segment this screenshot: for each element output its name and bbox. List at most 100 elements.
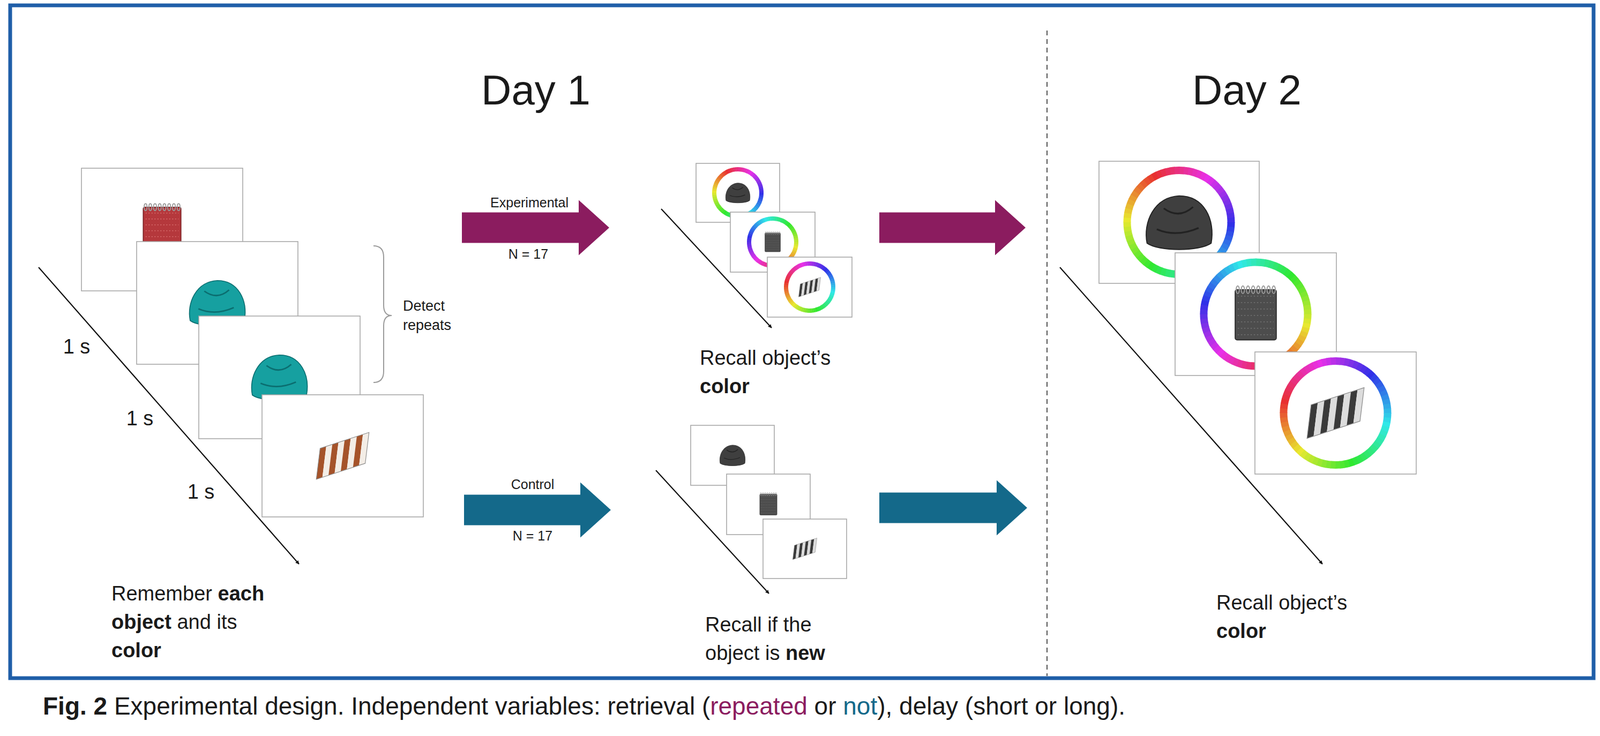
- beanbag-crease: [260, 382, 296, 387]
- notebook-spiral: [158, 203, 162, 211]
- color-wheel-segment: [1174, 166, 1180, 175]
- bracket-label: Detect repeats: [402, 296, 468, 335]
- stage-instruction: Recall object’scolor: [699, 344, 863, 401]
- stimulus-object: [759, 492, 777, 516]
- notebook-spiral: [773, 231, 775, 235]
- notebook-spiral: [762, 492, 765, 497]
- notebook-spiral: [766, 492, 769, 497]
- stimulus-object: [719, 445, 745, 467]
- card-frame: [262, 394, 424, 518]
- notebook-texture: [760, 512, 776, 514]
- beanbag-crease: [731, 187, 743, 190]
- notebook-cover: [765, 233, 781, 252]
- beanbag-crease: [198, 307, 234, 312]
- day-divider: [1046, 30, 1048, 677]
- blanket-stripe: [816, 277, 821, 292]
- color-wheel: [783, 261, 836, 313]
- blanket-outline: [798, 277, 821, 297]
- card-frame: [767, 257, 852, 318]
- blanket-outline: [792, 537, 817, 560]
- stage-instruction: Recall object’scolor: [1216, 588, 1426, 646]
- color-wheel-segment: [759, 190, 764, 194]
- block-arrow: [879, 480, 1028, 536]
- notebook-texture: [1237, 321, 1274, 323]
- card-frame: [763, 519, 847, 579]
- stimulus-card: [763, 519, 847, 579]
- notebook-texture: [765, 242, 780, 243]
- stage-panel: Recall object’scolor: [1093, 155, 1426, 654]
- notebook-texture: [145, 212, 179, 214]
- notebook-spiral: [1261, 286, 1266, 294]
- stimulus-object: [765, 231, 781, 252]
- timeline-arrow: [1059, 267, 1323, 565]
- blanket-stripe: [812, 537, 817, 553]
- stimulus-card: [262, 394, 424, 518]
- notebook-texture: [1237, 334, 1274, 336]
- notebook-texture: [1237, 295, 1274, 297]
- notebook-spiral: [1236, 286, 1240, 294]
- notebook-spiral: [765, 231, 767, 235]
- color-wheel-segment: [1227, 217, 1235, 223]
- figure-frame: [10, 5, 1594, 679]
- color-wheel-segment: [783, 287, 789, 290]
- notebook-spiral: [760, 492, 762, 497]
- stimulus-object: [316, 432, 369, 480]
- stimulus-card: [1254, 352, 1417, 475]
- stage-instruction: Remember eachobject and itscolor: [111, 579, 429, 665]
- notebook-texture: [145, 224, 179, 226]
- notebook-texture: [760, 502, 776, 503]
- stimulus-object: [251, 355, 308, 401]
- notebook-texture: [765, 237, 780, 238]
- color-wheel-segment: [1334, 461, 1341, 469]
- beanbag-crease: [726, 449, 738, 453]
- blanket-outline: [1306, 387, 1365, 439]
- beanbag-crease: [1163, 206, 1194, 214]
- stimulus-object: [1146, 196, 1213, 250]
- duration-label: 1 s: [126, 405, 154, 432]
- notebook-spiral: [774, 231, 776, 235]
- notebook-texture: [765, 244, 780, 246]
- notebook-spiral: [768, 231, 770, 235]
- notebook-texture: [760, 507, 776, 508]
- notebook-spiral: [148, 203, 153, 211]
- blanket-stripe: [1353, 387, 1365, 424]
- notebook-spiral: [1246, 286, 1250, 294]
- notebook-texture: [145, 230, 179, 232]
- color-wheel-segment: [1199, 313, 1208, 319]
- notebook-spiral: [1241, 286, 1245, 294]
- notebook-cover: [759, 494, 777, 516]
- color-wheel: [1279, 357, 1392, 469]
- day-heading: Day 1: [481, 63, 591, 117]
- stimulus-object: [798, 277, 821, 297]
- color-wheel-segment: [807, 261, 811, 266]
- notebook-spiral: [775, 492, 777, 497]
- stimulus-object: [1306, 387, 1365, 439]
- group-name: Control: [511, 476, 555, 493]
- color-wheel-segment: [746, 242, 752, 245]
- beanbag-body: [251, 355, 308, 401]
- beanbag-body: [725, 183, 750, 204]
- stage-panel: Recall if theobject is new: [648, 417, 858, 670]
- beanbag-crease: [729, 195, 746, 198]
- notebook-spiral: [771, 492, 773, 497]
- figure-caption: Fig. 2 Experimental design. Independent …: [42, 691, 1126, 721]
- notebook-texture: [145, 218, 179, 220]
- notebook-texture: [765, 247, 780, 248]
- notebook-spiral: [778, 231, 780, 235]
- beanbag-body: [719, 445, 745, 467]
- notebook-spiral: [1256, 286, 1260, 294]
- notebook-spiral: [144, 203, 148, 211]
- color-wheel-segment: [1123, 221, 1131, 228]
- color-wheel-segment: [735, 167, 739, 172]
- stimulus-object: [725, 183, 750, 204]
- color-wheel-segment: [831, 285, 836, 288]
- group-name: Experimental: [490, 194, 569, 212]
- beanbag-body: [1146, 196, 1213, 250]
- sample-size: N = 17: [508, 245, 549, 263]
- repeat-bracket: [373, 245, 392, 383]
- duration-label: 1 s: [63, 333, 91, 360]
- beanbag-crease: [1156, 227, 1199, 234]
- notebook-spiral: [773, 492, 775, 497]
- notebook-spiral: [768, 492, 771, 497]
